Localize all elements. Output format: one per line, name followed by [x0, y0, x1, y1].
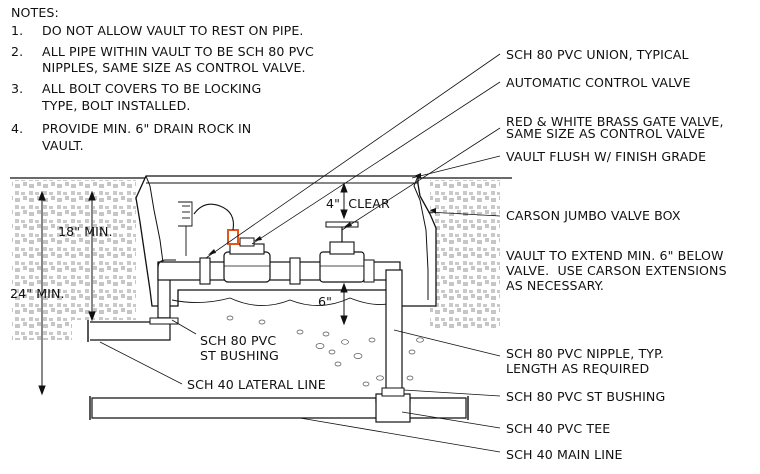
note-1-num: 1.	[11, 23, 24, 38]
label-tee: SCH 40 PVC TEE	[506, 421, 611, 436]
soil-hatch-left	[12, 180, 136, 320]
note-1-text: DO NOT ALLOW VAULT TO REST ON PIPE.	[42, 23, 304, 38]
label-bushing-2: ST BUSHING	[200, 348, 279, 363]
note-2-num: 2.	[11, 44, 24, 59]
pvc-tee	[375, 393, 411, 423]
gate-valve	[319, 221, 365, 283]
note-4-text-1: PROVIDE MIN. 6" DRAIN ROCK IN	[42, 121, 252, 136]
label-valve-box: CARSON JUMBO VALVE BOX	[506, 208, 681, 223]
label-union: SCH 80 PVC UNION, TYPICAL	[506, 47, 689, 62]
note-3-text-1: ALL BOLT COVERS TO BE LOCKING	[42, 81, 262, 96]
automatic-control-valve	[223, 237, 271, 283]
label-extend-2: VALVE. USE CARSON EXTENSIONS	[506, 263, 727, 278]
wire-bundle	[178, 201, 193, 256]
label-main-line: SCH 40 MAIN LINE	[506, 447, 623, 462]
gravel-dots	[226, 315, 424, 387]
label-bushing-1: SCH 80 PVC	[200, 333, 277, 348]
label-lateral-line: SCH 40 LATERAL LINE	[187, 377, 326, 392]
label-gate-valve-1: RED & WHITE BRASS GATE VALVE,	[506, 114, 724, 129]
drain-rock	[171, 297, 401, 306]
union-left	[199, 257, 211, 285]
label-nipple-1: SCH 80 PVC NIPPLE, TYP.	[506, 346, 664, 361]
label-extend-1: VAULT TO EXTEND MIN. 6" BELOW	[506, 248, 724, 263]
label-vault-flush: VAULT FLUSH W/ FINISH GRADE	[506, 149, 707, 164]
label-gate-valve-2: SAME SIZE AS CONTROL VALVE	[506, 126, 706, 141]
dim-6-below: 6"	[318, 294, 333, 309]
label-control-valve: AUTOMATIC CONTROL VALVE	[506, 75, 691, 90]
right-riser-pipe	[385, 269, 403, 399]
label-nipple-2: LENGTH AS REQUIRED	[506, 361, 650, 376]
note-2-text-1: ALL PIPE WITHIN VAULT TO BE SCH 80 PVC	[42, 44, 314, 59]
dim-18-min: 18" MIN.	[58, 224, 113, 239]
soil-hatch-right	[430, 180, 500, 330]
label-st-bushing: SCH 80 PVC ST BUSHING	[506, 389, 666, 404]
union-mid	[289, 257, 301, 285]
leader-lines	[99, 53, 501, 453]
note-4-text-2: VAULT.	[42, 138, 84, 153]
notes-title: NOTES:	[11, 5, 59, 20]
dimension-lines	[38, 182, 348, 396]
note-2-text-2: NIPPLES, SAME SIZE AS CONTROL VALVE.	[42, 60, 306, 75]
note-3-text-2: TYPE, BOLT INSTALLED.	[42, 98, 191, 113]
note-3-num: 3.	[11, 81, 24, 96]
dim-24-min: 24" MIN.	[10, 286, 65, 301]
label-extend-3: AS NECESSARY.	[506, 278, 604, 293]
dim-clear: 4" CLEAR	[326, 196, 390, 211]
note-4-num: 4.	[11, 121, 24, 136]
